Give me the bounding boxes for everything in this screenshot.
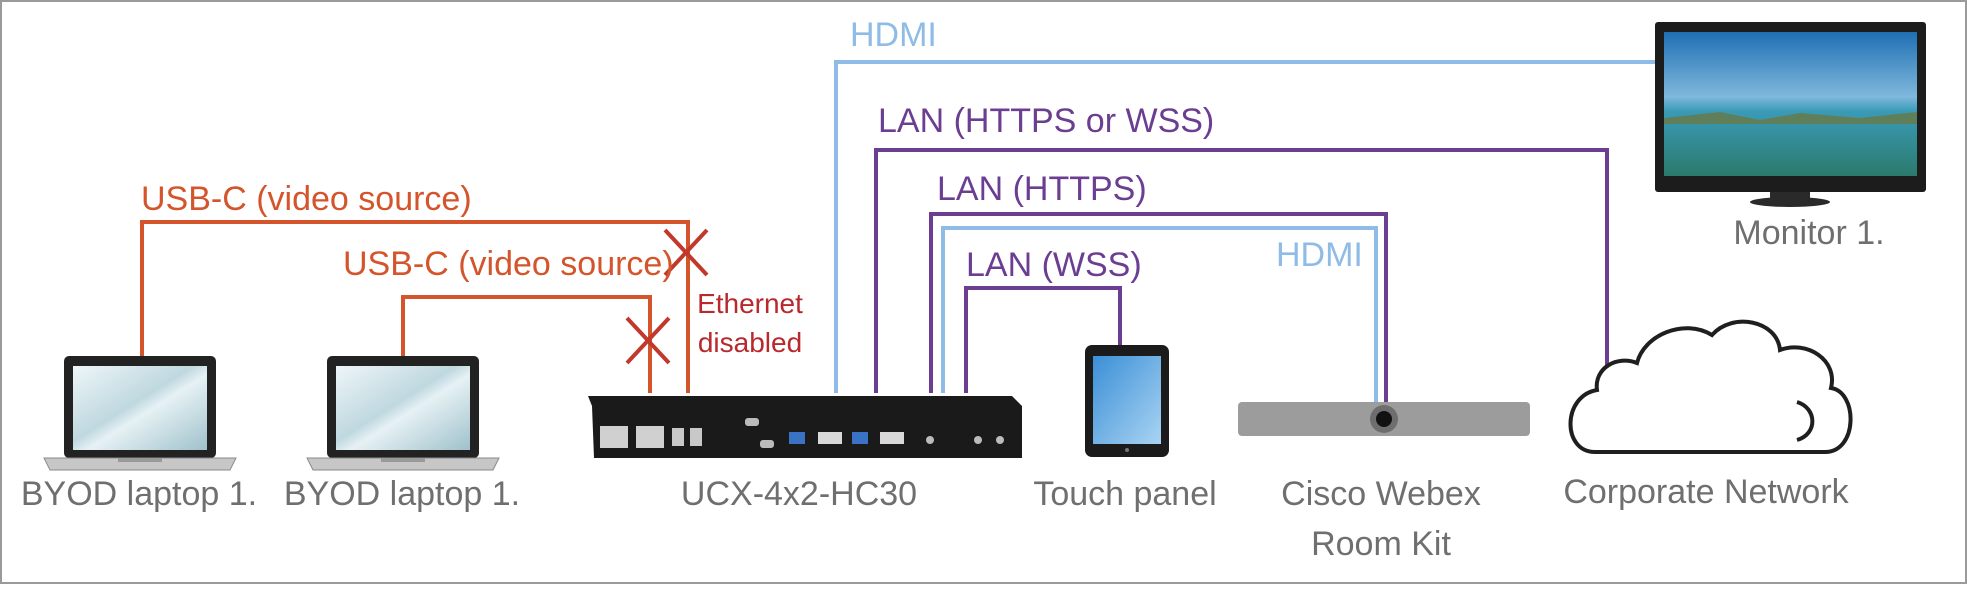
switcher-device-icon <box>588 396 1022 458</box>
lan-codec-line <box>929 212 1388 402</box>
laptop-1-label: BYOD laptop 1. <box>21 475 257 513</box>
laptop-2-icon <box>306 356 500 471</box>
touch-panel-label: Touch panel <box>1033 475 1216 513</box>
usbc-laptop1-line <box>140 220 690 393</box>
lan-network-label: LAN (HTTPS or WSS) <box>878 102 1214 140</box>
cloud-network-icon <box>1568 319 1853 454</box>
lan-touchpanel-label: LAN (WSS) <box>966 246 1142 284</box>
monitor-label: Monitor 1. <box>1733 214 1884 252</box>
switcher-label: UCX-4x2-HC30 <box>681 475 917 513</box>
blocked-mark-2 <box>625 316 671 365</box>
laptop-2-label: BYOD laptop 1. <box>284 475 520 513</box>
hdmi-monitor-line <box>834 60 1655 393</box>
monitor-icon <box>1655 22 1926 207</box>
ethernet-note-line1: Ethernet <box>697 288 803 319</box>
hdmi-codec-label: HDMI <box>1276 236 1363 274</box>
touch-panel-icon <box>1085 345 1169 457</box>
codec-label-line1: Cisco Webex <box>1281 475 1481 513</box>
lan-codec-label: LAN (HTTPS) <box>937 170 1147 208</box>
ethernet-note-line2: disabled <box>698 327 802 358</box>
usbc-laptop2-label: USB-C (video source) <box>343 245 674 283</box>
usbc-laptop1-label: USB-C (video source) <box>141 180 472 218</box>
codec-label-line2: Room Kit <box>1311 525 1451 563</box>
hdmi-codec-line <box>941 226 1378 402</box>
codec-device-icon <box>1238 402 1530 436</box>
network-label: Corporate Network <box>1563 473 1849 511</box>
lan-network-line <box>874 148 1609 393</box>
laptop-1-icon <box>43 356 237 471</box>
lan-touchpanel-line <box>964 286 1122 393</box>
blocked-mark-1 <box>663 228 709 277</box>
hdmi-monitor-label: HDMI <box>850 16 937 54</box>
